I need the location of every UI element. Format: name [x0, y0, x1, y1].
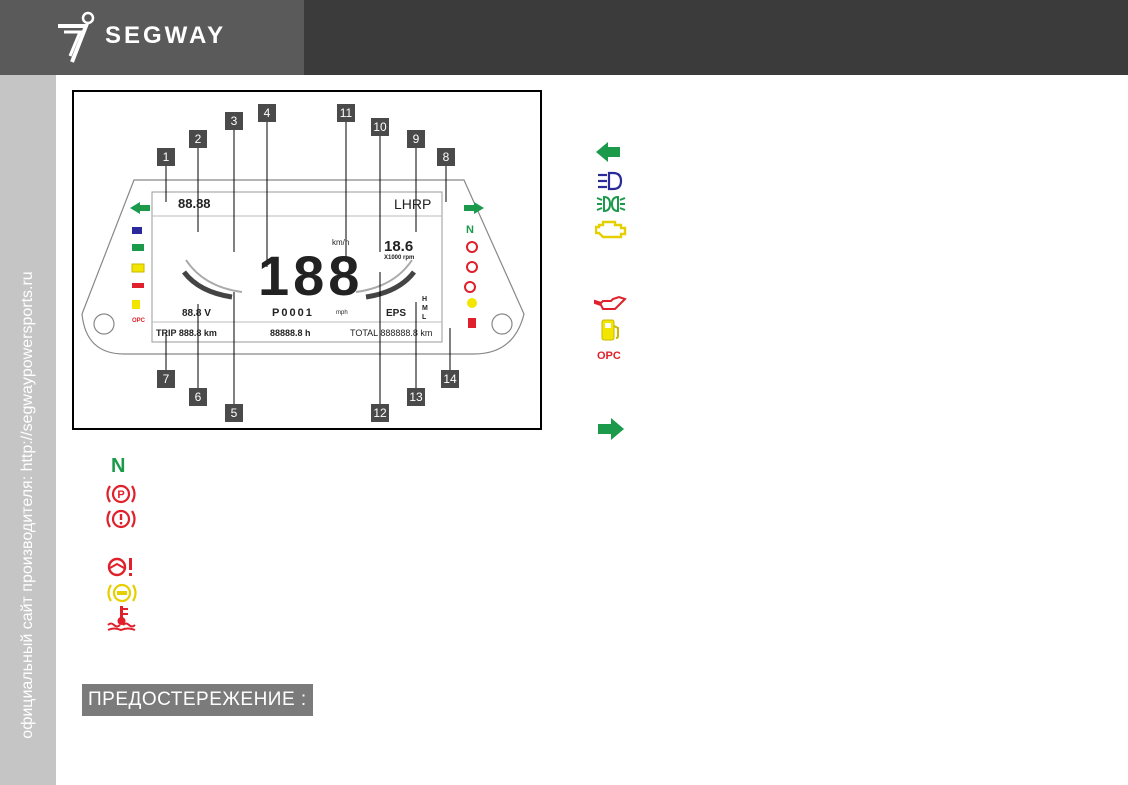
right-arrow-icon: [598, 418, 624, 440]
callout-10: 10: [371, 118, 389, 136]
trip-readout: TRIP 888.8 km: [156, 328, 217, 338]
callout-8: 8: [437, 148, 455, 166]
parking-brake-icon: P: [106, 484, 136, 504]
dashboard-drawing: [81, 116, 525, 407]
abs-icon: [107, 583, 137, 603]
callout-12: 12: [371, 404, 389, 422]
callout-4: 4: [258, 104, 276, 122]
fuel-pump-icon: [601, 319, 619, 341]
battery-voltage: 88.8 V: [182, 308, 211, 319]
warning-label: ПРЕДОСТЕРЕЖЕНИЕ :: [82, 684, 313, 716]
brand-name: SEGWAY: [105, 22, 227, 49]
brake-warning-icon: [106, 509, 136, 529]
hours-readout: 88888.8 h: [270, 328, 311, 338]
callout-5: 5: [225, 404, 243, 422]
oil-can-icon: [594, 295, 627, 310]
callout-3: 3: [225, 112, 243, 130]
segway-logo-icon: [58, 11, 95, 63]
sidebar-url-text: официальный сайт производителя: http://s…: [19, 271, 36, 739]
neutral-icon: N: [111, 455, 126, 477]
rpm-readout: 18.6: [384, 238, 414, 255]
hml-l: L: [422, 314, 427, 321]
position-light-icon: [596, 195, 626, 213]
low-beam-icon: [598, 171, 623, 191]
logo-area: SEGWAY: [0, 0, 304, 75]
callout-1: 1: [157, 148, 175, 166]
callout-14: 14: [441, 370, 459, 388]
left-arrow-icon: [596, 142, 620, 162]
gear-letters: LHRP: [394, 196, 432, 212]
sidebar: официальный сайт производителя: http://s…: [0, 75, 56, 785]
odometer-code: P0001: [272, 307, 314, 319]
opc-indicator: OPC: [132, 318, 146, 324]
callout-9: 9: [407, 130, 425, 148]
eps-label: EPS: [386, 308, 407, 319]
callout-7: 7: [157, 370, 175, 388]
rpm-unit: X1000 rpm: [384, 255, 415, 261]
callout-13: 13: [407, 388, 425, 406]
speed-readout: 188: [258, 244, 364, 307]
svg-text:P: P: [117, 489, 124, 501]
callout-6: 6: [189, 388, 207, 406]
lcd-top-left-readout: 88.88: [178, 196, 211, 211]
eps-warning-icon: [107, 557, 132, 577]
callout-2: 2: [189, 130, 207, 148]
engine-icon: [595, 220, 627, 239]
hml-m: M: [422, 305, 428, 312]
hml-h: H: [422, 296, 428, 303]
mph-label: mph: [336, 310, 348, 316]
coolant-temp-icon: [107, 606, 136, 631]
callout-11: 11: [337, 104, 355, 122]
opc-icon: OPC: [597, 350, 621, 362]
neutral-indicator: N: [466, 224, 474, 236]
total-readout: TOTAL 888888.8 km: [350, 328, 433, 338]
speed-unit: km/h: [332, 238, 350, 247]
dashboard-figure: 88.88 LHRP 18.6 X1000 rpm 188 km/h P0001…: [72, 90, 542, 430]
